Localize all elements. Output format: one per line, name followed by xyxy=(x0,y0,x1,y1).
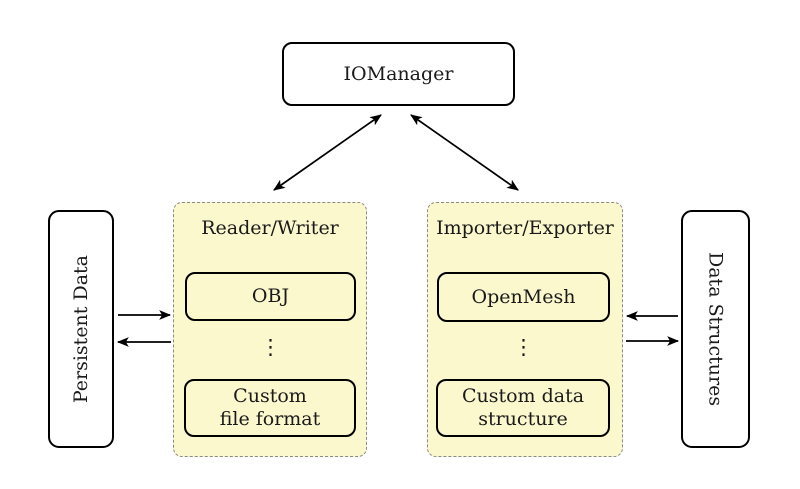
node-openmesh-label: OpenMesh xyxy=(471,285,576,308)
node-obj[interactable]: OBJ xyxy=(185,272,356,321)
node-custom-file-format-label: Custom file format xyxy=(219,385,321,430)
iomanager-label: IOManager xyxy=(343,62,454,85)
group-importer-exporter-title: Importer/Exporter xyxy=(436,217,614,239)
group-reader-writer-title: Reader/Writer xyxy=(201,217,339,239)
node-data-structures[interactable]: Data Structures xyxy=(681,210,750,448)
arrow-iomanager-readerwriter xyxy=(273,114,382,191)
ellipsis-reader-writer: ⋮ xyxy=(260,335,281,359)
ellipsis-importer-exporter: ⋮ xyxy=(513,335,534,359)
node-persistent-data[interactable]: Persistent Data xyxy=(48,210,114,448)
persistent-data-label: Persistent Data xyxy=(70,254,92,404)
arrow-iomanager-importerexporter xyxy=(410,114,519,191)
node-custom-data-structure[interactable]: Custom data structure xyxy=(436,379,610,437)
node-iomanager[interactable]: IOManager xyxy=(282,42,515,106)
node-obj-label: OBJ xyxy=(251,285,290,307)
node-custom-data-structure-label: Custom data structure xyxy=(461,385,585,430)
node-custom-file-format[interactable]: Custom file format xyxy=(184,379,356,437)
data-structures-label: Data Structures xyxy=(704,251,727,407)
node-openmesh[interactable]: OpenMesh xyxy=(437,272,610,322)
